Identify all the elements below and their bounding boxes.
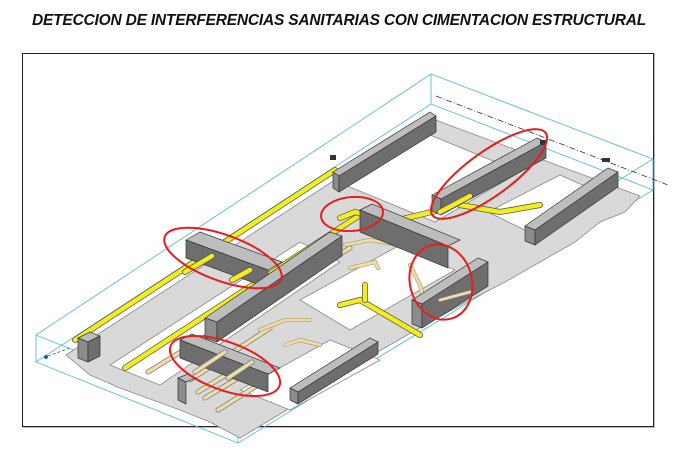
- clash-markers: [163, 128, 549, 398]
- clash-marker-5: [168, 334, 282, 398]
- grid-line: [435, 95, 669, 186]
- clash-marker-3: [429, 128, 549, 220]
- page-title: DETECCION DE INTERFERENCIAS SANITARIAS C…: [32, 12, 646, 29]
- clash-marker-4: [408, 243, 474, 321]
- fixture-icons: [44, 140, 610, 359]
- clash-marker-1: [163, 226, 283, 290]
- clash-marker-2: [320, 195, 384, 233]
- pipe-stubs: [182, 193, 473, 381]
